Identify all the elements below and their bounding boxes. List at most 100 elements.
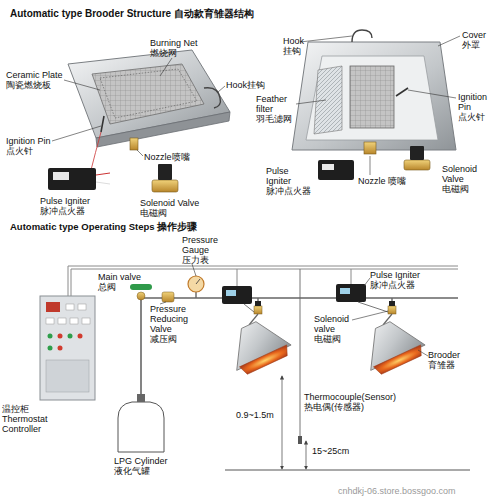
watermark: cnhdkj-06.store.bossgoo.com bbox=[338, 486, 456, 496]
dimension-line bbox=[306, 441, 307, 469]
leader-line bbox=[364, 278, 370, 286]
part-label: Solenoid valve 电磁阀 bbox=[314, 314, 356, 344]
thermostat-cabinet bbox=[40, 296, 95, 400]
part-label: Ceramic Plate 陶瓷燃烧板 bbox=[6, 70, 76, 90]
part-label: LPG Cylinder 液化气罐 bbox=[114, 456, 176, 476]
solenoid-coil bbox=[158, 164, 172, 180]
leader-line bbox=[160, 58, 172, 76]
leader-line bbox=[418, 350, 428, 356]
part-label: Nozzle喷嘴 bbox=[144, 152, 190, 162]
part-label: Main valve 总阀 bbox=[98, 272, 148, 292]
part-label: Hook挂钩 bbox=[226, 80, 265, 90]
igniter-screen bbox=[340, 288, 350, 294]
part-label: Brooder 育雏器 bbox=[428, 350, 472, 370]
part-label: Thermocouple(Sensor) 热电偶(传感器) bbox=[304, 392, 414, 412]
pressure-gauge bbox=[188, 276, 204, 292]
gauge-stem bbox=[195, 292, 196, 298]
pulse-igniter bbox=[222, 286, 252, 304]
solenoid-coil bbox=[389, 301, 395, 306]
indicator-lamp bbox=[48, 346, 53, 351]
pulse-igniter bbox=[48, 168, 96, 190]
part-label: Nozzle 喷嘴 bbox=[358, 176, 406, 186]
leader-line bbox=[296, 100, 326, 104]
gauge-needle bbox=[196, 279, 200, 284]
pressure-reducing-valve bbox=[162, 292, 174, 302]
gas-pipe bbox=[141, 298, 458, 394]
ignition-pin bbox=[396, 88, 408, 96]
igniter-sticker bbox=[322, 164, 334, 170]
part-label: Ignition Pin 点火针 bbox=[458, 92, 498, 122]
pulse-igniter bbox=[336, 284, 366, 302]
part-label: Pulse Igniter 脉冲点火器 bbox=[370, 270, 430, 290]
part-label: Burning Net 燃烧网 bbox=[150, 38, 210, 58]
leader-line bbox=[438, 36, 460, 46]
ignition-pin bbox=[101, 116, 104, 132]
control-wire bbox=[351, 269, 352, 284]
hook bbox=[204, 88, 220, 108]
hook bbox=[352, 30, 372, 42]
nozzle bbox=[130, 138, 138, 150]
part-label: Hook 挂钩 bbox=[283, 36, 313, 56]
part-label: Pulse Igniter 脉冲点火器 bbox=[266, 166, 314, 196]
igniter-screen bbox=[226, 290, 236, 296]
ceramic-plate bbox=[350, 66, 394, 128]
solenoid-valve-body bbox=[152, 180, 178, 192]
dimension-label: 0.9~1.5m bbox=[236, 410, 274, 420]
indicator-lamp bbox=[58, 346, 63, 351]
igniter-sticker bbox=[53, 172, 69, 180]
ignition-wire bbox=[91, 132, 101, 170]
leader-line bbox=[52, 126, 101, 141]
solenoid-valve bbox=[254, 306, 262, 314]
cylinder-valve bbox=[137, 394, 145, 402]
solenoid-coil bbox=[410, 146, 424, 160]
thermocouple-tip bbox=[298, 436, 302, 444]
switch bbox=[58, 318, 66, 324]
indicator-lamp bbox=[48, 334, 53, 339]
thermocouple-wire bbox=[300, 269, 301, 440]
dimension-line bbox=[282, 376, 283, 469]
control-wire bbox=[71, 269, 458, 296]
leader-line bbox=[160, 302, 166, 304]
brooder-cover bbox=[292, 42, 456, 150]
switch bbox=[46, 318, 54, 324]
igniter-wire bbox=[96, 173, 110, 175]
brooder bbox=[222, 312, 295, 377]
lower-panel bbox=[46, 360, 89, 392]
igniter-wire bbox=[244, 304, 254, 312]
leader-line bbox=[300, 36, 352, 42]
part-label: Solenoid Valve 电磁阀 bbox=[140, 198, 215, 218]
brooder bbox=[356, 312, 429, 377]
leader-line bbox=[192, 264, 196, 276]
floor-line bbox=[225, 470, 470, 471]
solenoid-valve-body bbox=[404, 160, 430, 170]
section-heading: Automatic type Operating Steps 操作步骤 bbox=[10, 222, 197, 233]
lpg-cylinder bbox=[118, 402, 164, 452]
control-wire bbox=[68, 266, 458, 296]
indicator-lamp bbox=[58, 334, 63, 339]
igniter-wire bbox=[358, 302, 388, 312]
indicator-lamp bbox=[68, 334, 73, 339]
indicator-lamp bbox=[78, 334, 83, 339]
part-label: Ignition Pin 点火针 bbox=[6, 136, 66, 156]
part-label: Solenoid Valve 电磁阀 bbox=[442, 164, 487, 194]
switch bbox=[66, 304, 74, 310]
burning-net bbox=[100, 69, 197, 118]
main-valve-body bbox=[137, 292, 145, 300]
section-heading: Automatic type Brooder Structure 自动款育雏器结… bbox=[10, 8, 254, 19]
control-wire bbox=[237, 269, 238, 286]
nozzle bbox=[364, 142, 376, 154]
feather-filter bbox=[314, 66, 342, 134]
glowing-plate bbox=[240, 345, 291, 376]
glowing-plate bbox=[374, 345, 425, 376]
pulse-igniter bbox=[318, 160, 354, 180]
switch bbox=[82, 318, 90, 324]
ceramic-plate bbox=[92, 64, 204, 124]
leader-line bbox=[352, 311, 388, 320]
switch bbox=[78, 304, 86, 310]
leader-line bbox=[64, 80, 100, 90]
display bbox=[46, 302, 60, 312]
solenoid-coil bbox=[255, 301, 261, 306]
part-label: Feather filter 羽毛滤网 bbox=[256, 94, 296, 124]
